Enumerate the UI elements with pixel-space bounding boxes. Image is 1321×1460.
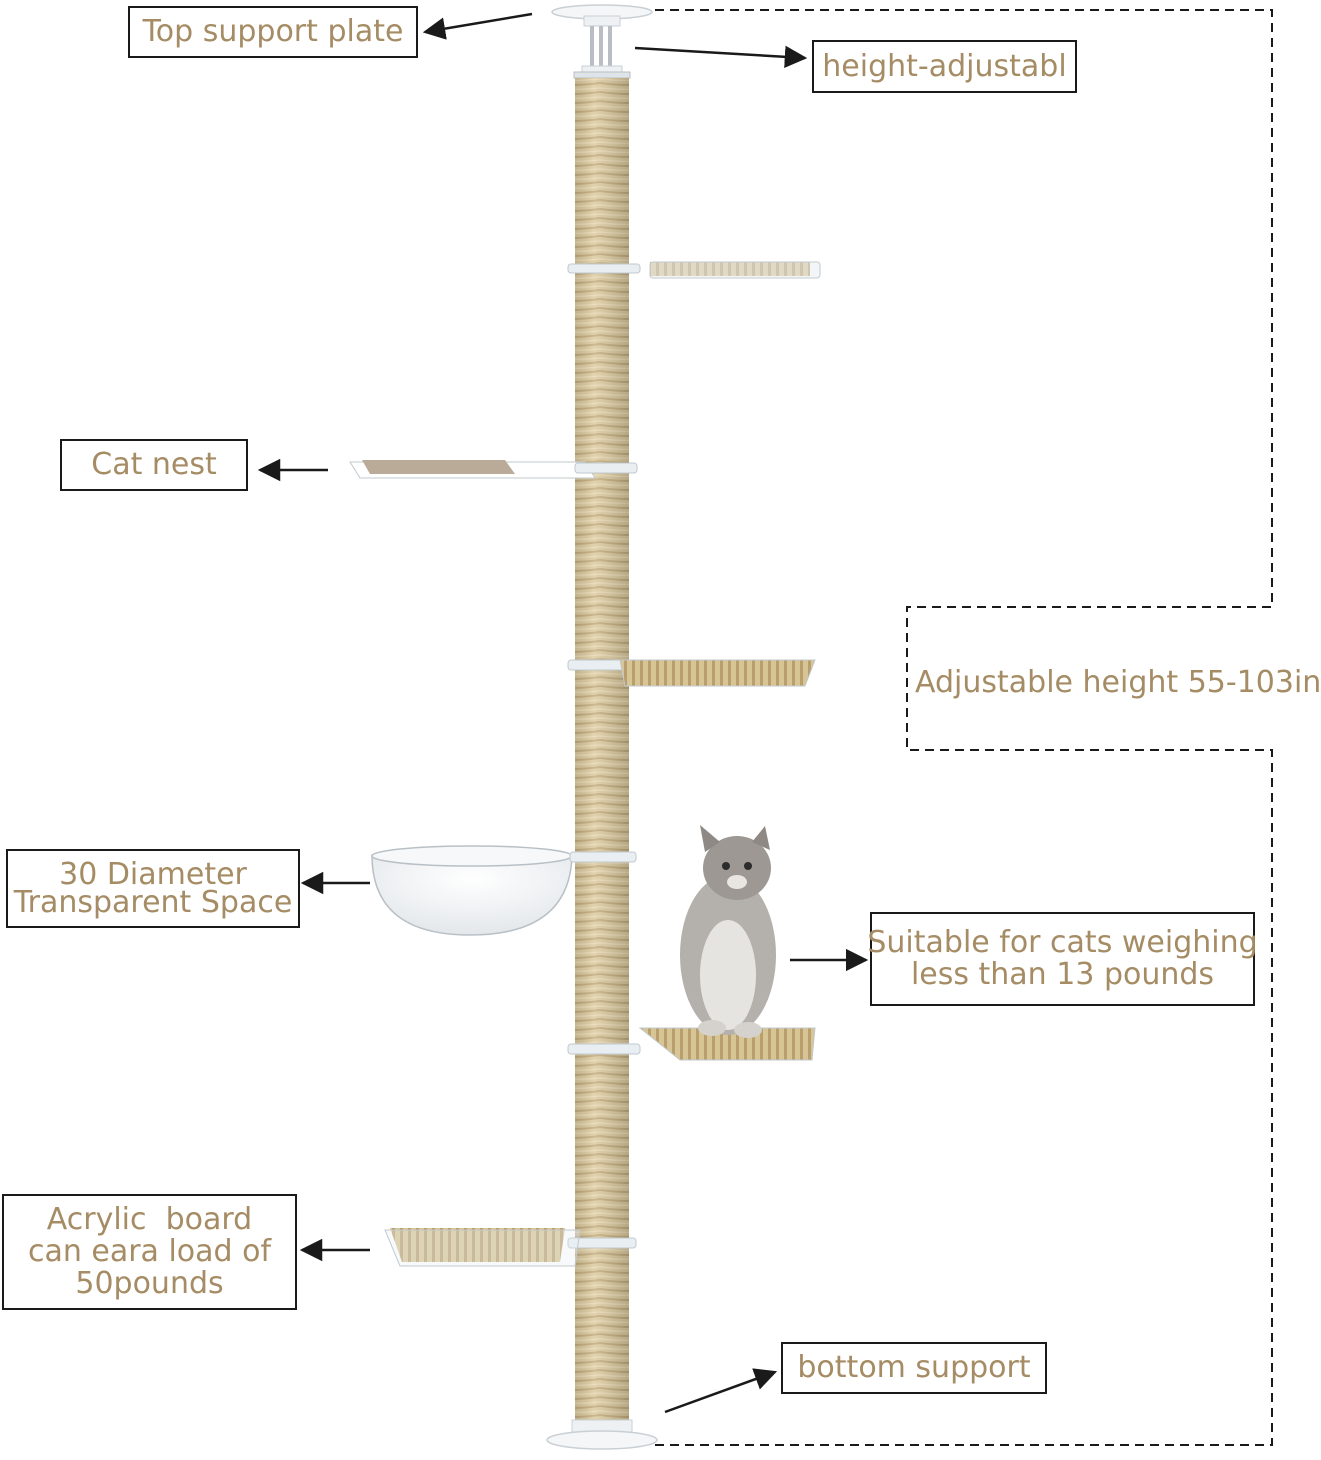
platform-middle <box>567 659 816 687</box>
height-bracket <box>655 9 1273 1446</box>
platform-bottom <box>384 1228 637 1267</box>
label-cat-nest: Cat nest <box>60 439 248 491</box>
label-transparent-space: 30 Diameter Transparent Space <box>6 849 300 928</box>
label-acrylic-board: Acrylic board can eara load of 50pounds <box>2 1194 297 1310</box>
label-suitable-cats: Suitable for cats weighing less than 13 … <box>867 912 1258 1006</box>
arrow-bottom-support <box>664 1368 778 1414</box>
label-top-support-plate: Top support plate <box>128 6 418 58</box>
platform-top <box>567 261 821 279</box>
label-adjustable-height: Adjustable height 55-103in <box>915 665 1321 700</box>
cat-photo <box>680 825 776 1038</box>
bottom-support <box>546 1419 658 1450</box>
label-height-adjustable: height-adjustabl <box>812 40 1077 93</box>
arrow-height-adjustable <box>634 45 808 69</box>
arrow-top-support <box>422 12 533 40</box>
sisal-pole <box>575 78 629 1428</box>
label-bottom-support: bottom support <box>781 1342 1047 1394</box>
top-support-plate <box>551 4 653 79</box>
arrows <box>257 12 869 1414</box>
cat-nest-hammock <box>349 460 638 479</box>
transparent-space-bowl <box>371 845 637 936</box>
